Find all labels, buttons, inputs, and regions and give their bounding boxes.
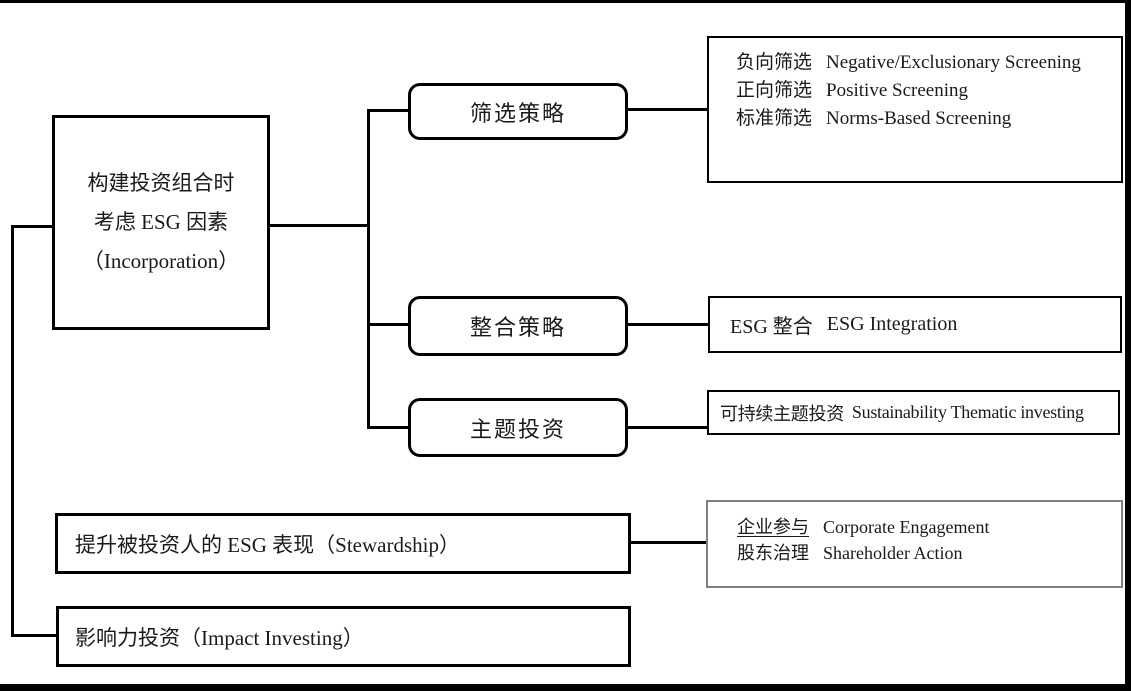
incorporation-line3: （Incorporation） [82,249,240,273]
thematic-to-detail-line [628,426,707,429]
engagement-detail-box: 企业参与 Corporate Engagement 股东治理 Shareholder… [706,500,1123,588]
negative-screening-row: 负向筛选 Negative/Exclusionary Screening [736,49,1113,77]
stewardship-box: 提升被投资人的 ESG 表现（Stewardship） [55,513,631,574]
shareholder-action-en: Shareholder Action [823,543,963,563]
negative-screening-en: Negative/Exclusionary Screening [826,52,1081,73]
norms-screening-zh: 标准筛选 [736,108,813,129]
incorporation-box: 构建投资组合时 考虑 ESG 因素 （Incorporation） [52,115,270,330]
corporate-engagement-en: Corporate Engagement [823,517,990,537]
positive-screening-row: 正向筛选 Positive Screening [736,77,1113,105]
bottom-border [0,684,1131,691]
branch-to-thematic-line [367,426,408,429]
esg-integration-zh: ESG 整合 [730,316,813,338]
integration-detail-box: ESG 整合 ESG Integration [708,296,1122,353]
esg-integration-en: ESG Integration [826,313,958,335]
trunk-to-incorporation-line [11,225,52,228]
branch-to-screening-line [367,109,408,112]
incorporation-line2: 考虑 ESG 因素 [93,210,229,234]
right-border [1125,0,1131,691]
positive-screening-en: Positive Screening [826,80,968,101]
thematic-detail-box: 可持续主题投资 Sustainability Thematic investing [707,390,1120,435]
norms-screening-en: Norms-Based Screening [826,108,1012,129]
screening-detail-box: 负向筛选 Negative/Exclusionary Screening 正向筛选… [707,36,1123,183]
left-trunk-line [11,225,14,637]
incorporation-line1: 构建投资组合时 [87,171,235,195]
trunk-to-impact-line [11,634,56,637]
shareholder-action-zh: 股东治理 [737,543,809,563]
corporate-engagement-zh: 企业参与 [737,517,809,537]
stewardship-to-engagement-line [631,541,706,544]
screening-strategy-node: 筛选策略 [408,83,628,140]
corporate-engagement-row: 企业参与 Corporate Engagement [737,514,1113,540]
norms-screening-row: 标准筛选 Norms-Based Screening [736,105,1113,133]
impact-investing-box: 影响力投资（Impact Investing） [56,606,631,667]
thematic-detail-zh: 可持续主题投资 [720,403,844,424]
thematic-investing-label: 主题投资 [469,416,566,442]
integration-strategy-label: 整合策略 [469,315,566,340]
screening-to-detail-line [628,108,707,111]
impact-investing-label: 影响力投资（Impact Investing） [75,625,364,650]
shareholder-action-row: 股东治理 Shareholder Action [737,540,1113,566]
screening-strategy-label: 筛选策略 [469,100,566,126]
integration-strategy-node: 整合策略 [408,296,628,356]
incorporation-to-branch-line [270,224,368,227]
thematic-detail-en: Sustainability Thematic investing [851,402,1084,422]
branch-trunk-line [367,109,370,429]
branch-to-integration-line [367,323,408,326]
positive-screening-zh: 正向筛选 [736,80,813,101]
top-border [0,0,1131,3]
integration-to-detail-line [628,323,708,326]
thematic-investing-node: 主题投资 [408,398,628,457]
stewardship-label: 提升被投资人的 ESG 表现（Stewardship） [75,532,460,557]
negative-screening-zh: 负向筛选 [736,52,813,73]
